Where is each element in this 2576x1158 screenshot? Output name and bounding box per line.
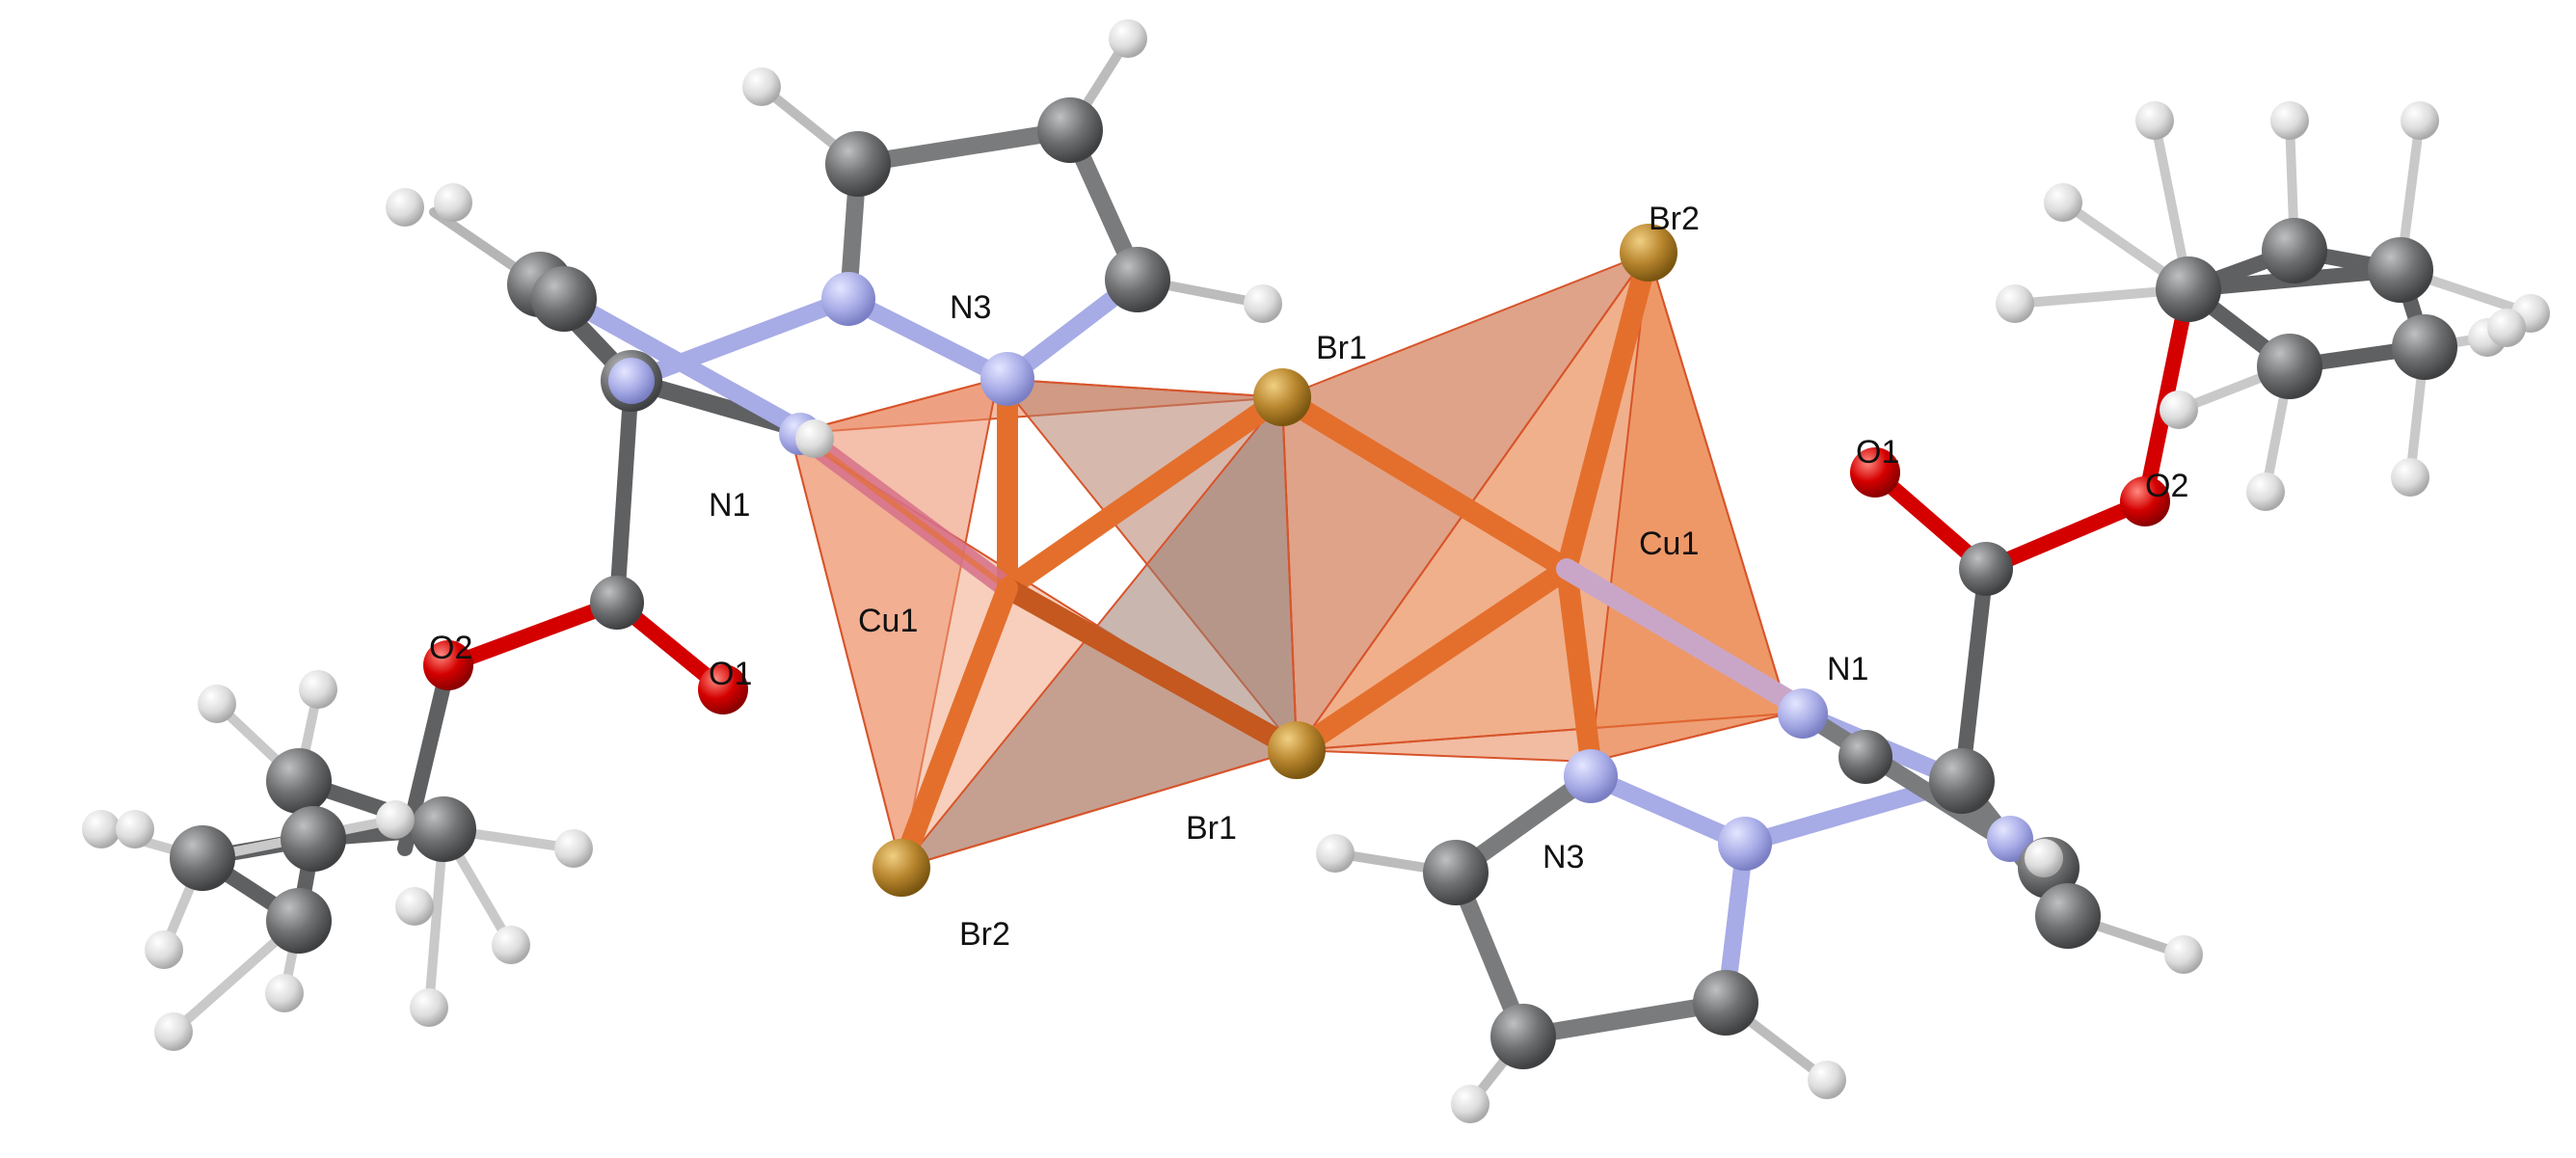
hydrogen-atom xyxy=(742,67,781,106)
right-face-front xyxy=(1589,252,1790,764)
bromine-atom xyxy=(1253,368,1311,426)
carbon-atom xyxy=(1838,730,1892,784)
oxygen-atom xyxy=(698,664,748,714)
hydrogen-atom xyxy=(2401,101,2439,140)
label-o1-left: O1 xyxy=(709,656,752,692)
carbon-atom xyxy=(2392,314,2457,380)
label-br2-top: Br2 xyxy=(1649,201,1700,237)
nitrogen-atom xyxy=(980,352,1034,406)
hydrogen-atom xyxy=(1316,834,1355,873)
carbon-atom xyxy=(1929,748,1995,814)
bromine-atom xyxy=(872,839,930,897)
hydrogen-atom xyxy=(1808,1061,1846,1099)
hydrogen-atom xyxy=(1996,284,2034,323)
carbon-atom xyxy=(2035,883,2101,949)
carbon-atom xyxy=(1693,970,1758,1036)
right-tbutyl-h-bonds xyxy=(2010,116,2536,497)
hydrogen-atom xyxy=(2487,309,2526,347)
carbon-atom xyxy=(2368,237,2433,303)
carbon-atom xyxy=(825,131,891,197)
hydrogen-atom xyxy=(795,419,834,458)
oxygen-atom xyxy=(1850,447,1900,498)
label-n3-bottom: N3 xyxy=(1543,839,1584,875)
hydrogen-atom xyxy=(376,800,415,839)
hydrogen-atom xyxy=(1451,1085,1489,1123)
hydrogen-atom xyxy=(386,188,424,227)
hydrogen-atom xyxy=(198,685,236,723)
label-cu1-right: Cu1 xyxy=(1639,525,1699,562)
hydrogen-atom xyxy=(2270,101,2309,140)
hydrogen-atom xyxy=(395,887,434,926)
hydrogen-atom xyxy=(265,974,304,1012)
nitrogen-atom xyxy=(821,272,875,326)
bromine-atom xyxy=(1268,721,1326,779)
atom-labels: N3 Br1 Br2 N1 Cu1 O2 O1 Br1 Br2 N3 Cu1 N… xyxy=(429,201,2188,953)
nitrogen-atom xyxy=(608,358,655,404)
hydrogen-atom xyxy=(154,1012,193,1051)
oxygen-atom xyxy=(2120,476,2170,526)
hydrogen-atom xyxy=(2164,935,2203,974)
hydrogen-atom xyxy=(2044,183,2082,222)
hydrogen-atom xyxy=(434,183,472,222)
label-n1-right: N1 xyxy=(1827,651,1868,687)
hydrogen-atom xyxy=(1244,284,1282,323)
hydrogen-atom xyxy=(299,670,337,709)
hydrogen-atom xyxy=(1109,19,1147,58)
carbon-atom xyxy=(281,806,346,872)
label-cu1-left: Cu1 xyxy=(858,603,918,639)
carbon-atom xyxy=(1037,97,1103,163)
nitrogen-atom xyxy=(1718,817,1772,871)
hydrogen-atom xyxy=(82,810,121,848)
carbon-atom xyxy=(1105,247,1170,312)
nitrogen-atom xyxy=(1564,749,1618,803)
hydrogen-atom xyxy=(554,829,593,868)
hydrogen-atom xyxy=(116,810,154,848)
label-o2-right: O2 xyxy=(2145,468,2188,504)
carbon-atom xyxy=(590,576,644,630)
hydrogen-atom xyxy=(2391,458,2429,497)
label-o2-left: O2 xyxy=(429,630,472,666)
hydrogen-atom xyxy=(2025,839,2063,877)
carbon-atom xyxy=(1959,542,2013,596)
label-n3-top: N3 xyxy=(950,289,991,326)
carbon-atom xyxy=(2262,218,2327,283)
label-n1-left: N1 xyxy=(709,487,750,524)
label-br1-top: Br1 xyxy=(1316,330,1367,366)
nitrogen-atom xyxy=(1987,816,2033,862)
bromine-atom xyxy=(1620,224,1677,282)
hydrogen-atom xyxy=(2135,101,2174,140)
carbon-atom xyxy=(170,825,235,891)
hydrogen-atom xyxy=(492,926,530,964)
hydrogen-atom xyxy=(410,988,448,1027)
label-br1-bottom: Br1 xyxy=(1186,810,1237,847)
hydrogen-atom xyxy=(2160,390,2198,429)
atoms xyxy=(82,19,2550,1123)
carbon-atom xyxy=(266,888,332,954)
hydrogen-atom xyxy=(145,930,183,969)
oxygen-atom xyxy=(423,640,473,690)
carbon-atom xyxy=(2257,334,2322,399)
carbon-atom xyxy=(1490,1004,1556,1069)
nitrogen-atom xyxy=(1778,688,1828,739)
carbon-atom xyxy=(2156,256,2221,322)
carbon-atom xyxy=(411,796,476,862)
hydrogen-atom xyxy=(2246,472,2285,511)
label-o1-right: O1 xyxy=(1856,434,1899,471)
carbon-atom xyxy=(266,748,332,814)
carbon-atom xyxy=(531,266,597,332)
carbon-atom xyxy=(1423,840,1489,905)
label-br2-bottom: Br2 xyxy=(959,916,1010,953)
